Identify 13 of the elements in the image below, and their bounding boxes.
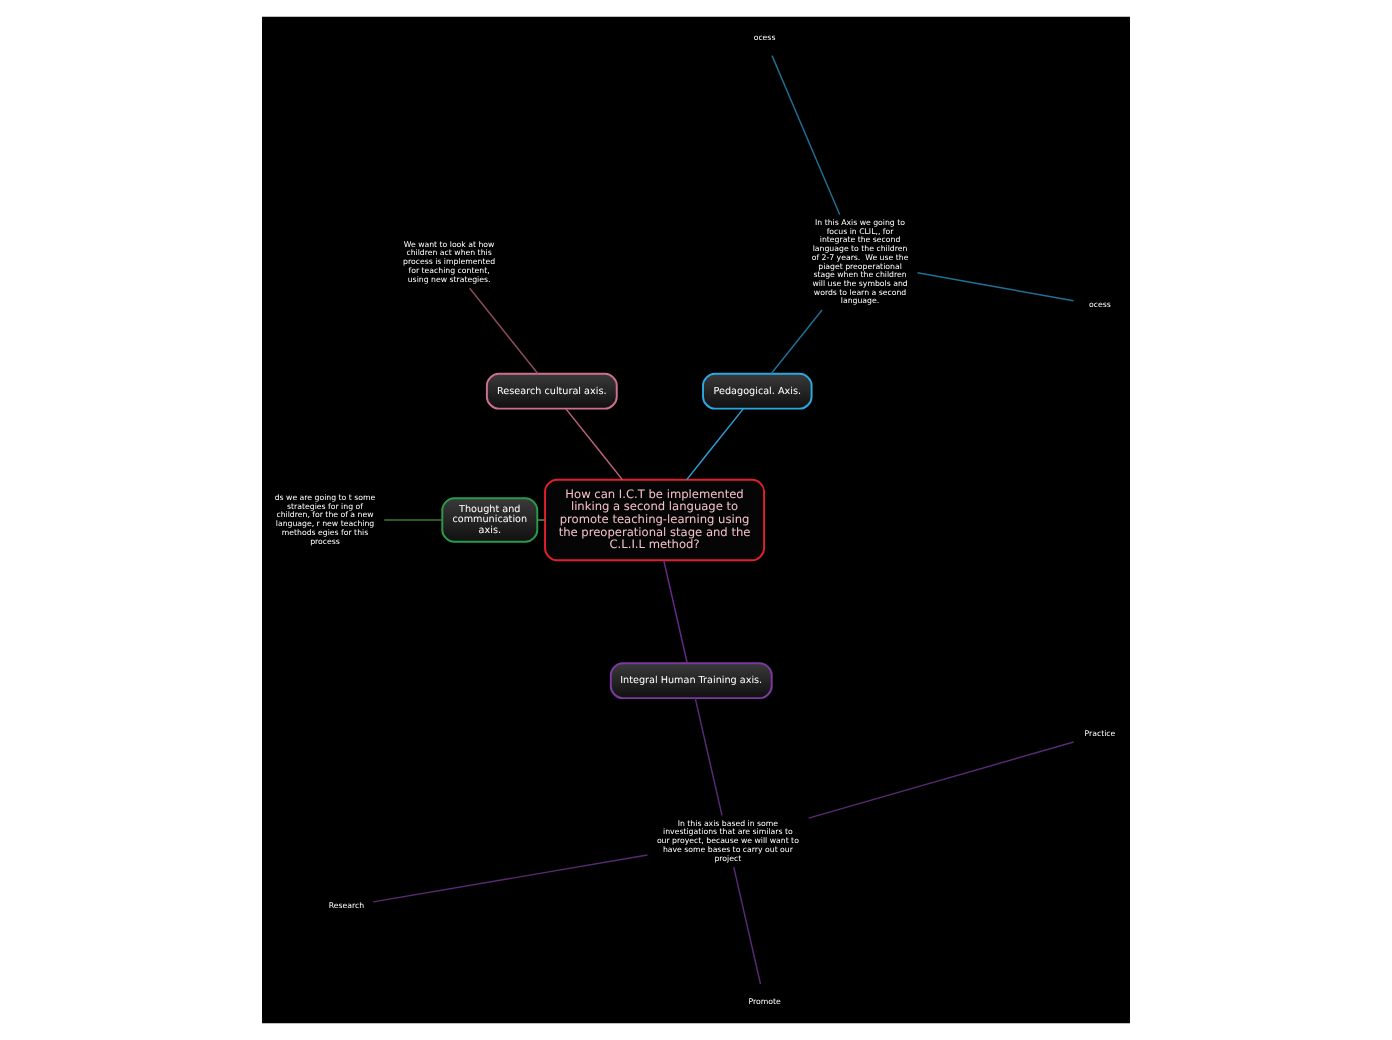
connector (771, 54, 841, 216)
connector (372, 854, 649, 903)
connector (733, 866, 762, 985)
connector (469, 287, 539, 375)
connector (694, 697, 723, 817)
connector (770, 309, 823, 375)
connector (565, 408, 624, 481)
connector (686, 408, 744, 481)
connector (663, 559, 688, 664)
connector (916, 271, 1075, 302)
connector (807, 741, 1075, 819)
connector (383, 519, 443, 521)
connector (536, 519, 546, 521)
